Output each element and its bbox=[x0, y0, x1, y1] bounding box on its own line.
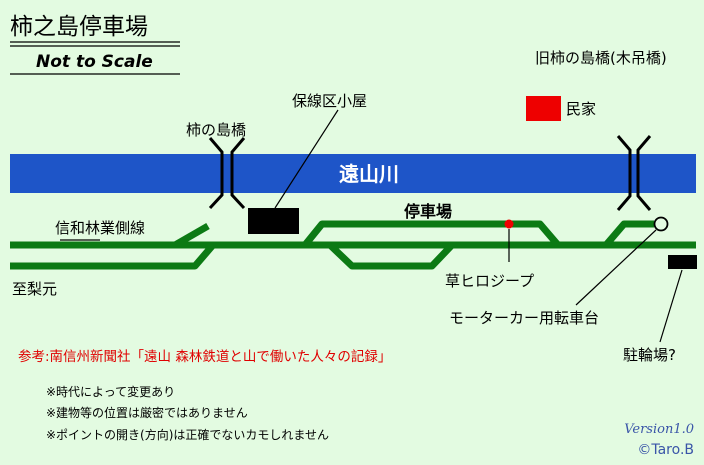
minka-label: 民家 bbox=[566, 100, 596, 118]
lower-track-west bbox=[10, 242, 216, 270]
parking-label: 駐輪場? bbox=[623, 346, 676, 364]
hosen-koya-shed bbox=[248, 208, 299, 234]
station-upper-siding bbox=[302, 220, 561, 248]
to-rinen-label: 至梨元 bbox=[12, 280, 57, 298]
old-kaki-no-shima-bridge bbox=[616, 135, 652, 211]
station-lower-siding bbox=[327, 242, 455, 270]
version-text: Version1.0 bbox=[624, 422, 694, 437]
motorcar-turntable-label: モーターカー用転車台 bbox=[449, 309, 599, 327]
shinwa-line-label: 信和林業側線 bbox=[55, 219, 145, 237]
jeep-label: 草ヒロジープ bbox=[445, 272, 534, 290]
kaki-no-shima-bridge bbox=[208, 137, 246, 210]
parking-area bbox=[668, 255, 697, 269]
river-label: 遠山川 bbox=[339, 162, 399, 186]
note-3: ※ポイントの開き(方向)は正確でないカモしれません bbox=[46, 427, 329, 442]
shinwa-siding-track bbox=[173, 222, 210, 249]
hosen-koya-label: 保線区小屋 bbox=[292, 92, 367, 110]
jeep-marker bbox=[504, 219, 514, 229]
station-label: 停車場 bbox=[404, 202, 452, 221]
note-2: ※建物等の位置は厳密ではありません bbox=[46, 405, 248, 420]
kaki-bridge-label: 柿の島橋 bbox=[186, 121, 246, 139]
motorcar-turntable bbox=[653, 216, 669, 232]
leader-lines bbox=[60, 109, 683, 343]
tooyama-river bbox=[10, 154, 696, 193]
note-1: ※時代によって変更あり bbox=[46, 384, 175, 399]
railway-tracks bbox=[10, 220, 696, 270]
reference-text: 参考:南信州新聞社「遠山 森林鉄道と山で働いた人々の記録」 bbox=[18, 348, 391, 365]
turntable-siding bbox=[603, 220, 654, 248]
old-bridge-label: 旧柿の島橋(木吊橋) bbox=[535, 49, 667, 67]
copyright-text: ©Taro.B bbox=[637, 442, 694, 458]
scale-note: Not to Scale bbox=[36, 52, 153, 72]
diagram-title: 柿之島停車場 bbox=[10, 14, 148, 40]
minka-house bbox=[526, 96, 561, 121]
